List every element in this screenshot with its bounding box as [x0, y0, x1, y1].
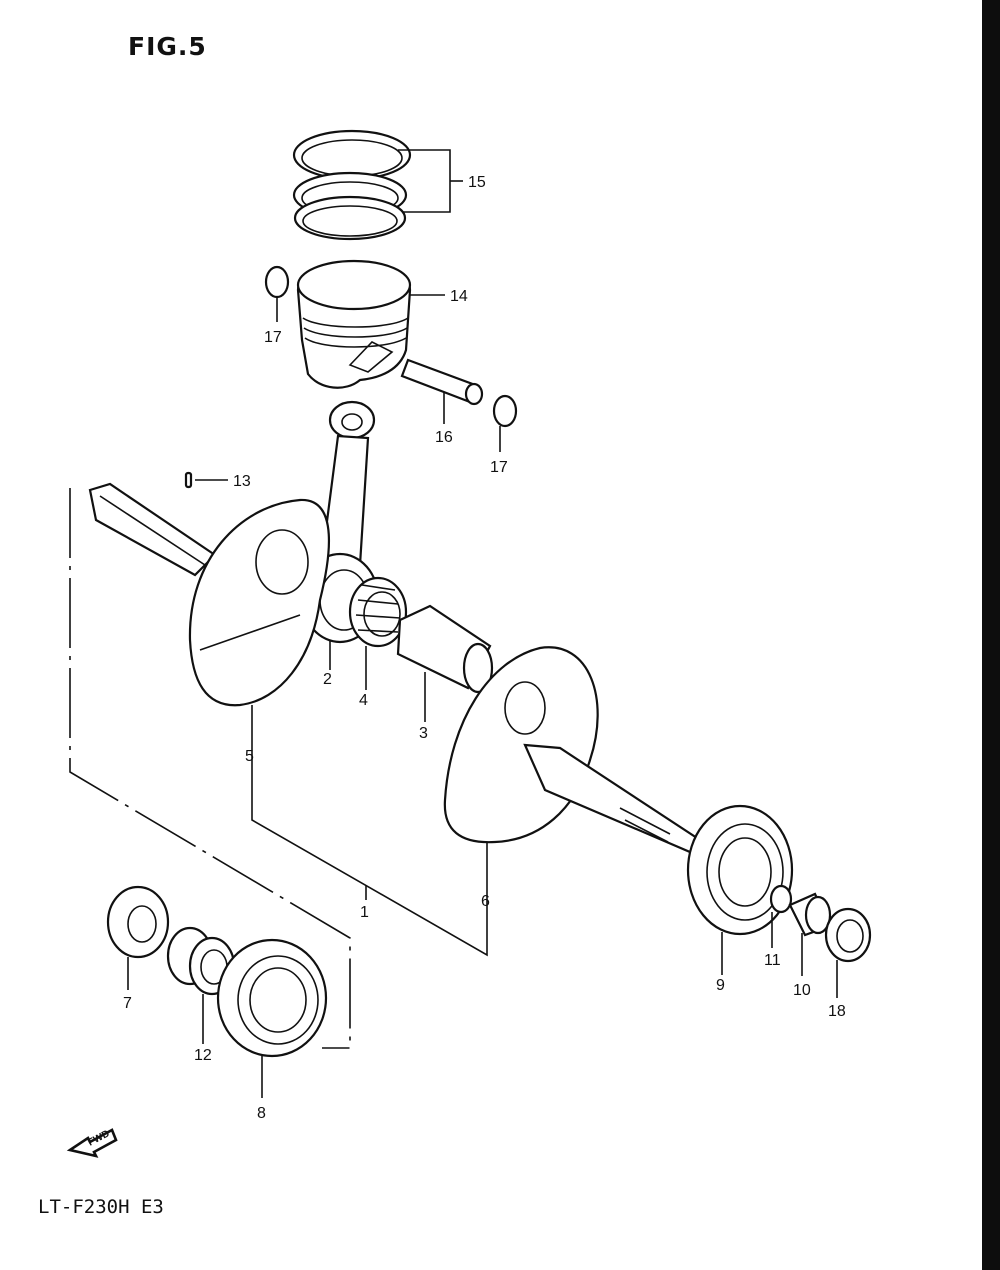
- callout-17-right: 17: [490, 459, 508, 476]
- callout-13: 13: [233, 473, 251, 490]
- piston: [296, 259, 445, 389]
- needle-bearing: [348, 576, 408, 690]
- dowel-pin-13: [184, 471, 228, 489]
- callout-2: 2: [323, 671, 332, 688]
- callout-17-left: 17: [264, 329, 282, 346]
- callout-12: 12: [194, 1047, 212, 1064]
- figure-title: FIG.5: [128, 32, 207, 61]
- callout-18: 18: [828, 1003, 846, 1020]
- fwd-arrow-icon: FWD: [66, 1128, 118, 1158]
- callout-15: 15: [468, 174, 486, 191]
- callout-10: 10: [793, 982, 811, 999]
- bearing-7: [106, 885, 170, 990]
- circlip-left: [264, 265, 290, 299]
- callout-8: 8: [257, 1105, 266, 1122]
- piston-rings: [292, 129, 463, 241]
- oil-seal-18: [824, 907, 872, 998]
- scan-edge-border: [982, 0, 1000, 1270]
- assembly-bracket: [69, 488, 488, 1049]
- callout-16: 16: [435, 429, 453, 446]
- piston-pin: [400, 358, 484, 424]
- bearing-8: [216, 938, 328, 1098]
- callout-5: 5: [245, 748, 254, 765]
- callout-14: 14: [450, 288, 468, 305]
- circlip-right: [492, 394, 518, 428]
- crankshaft-left: [88, 482, 331, 742]
- callout-labels: 15 14 17 16 17 13 2 4 3 5 6 1 11 9 10 18…: [123, 174, 846, 1122]
- callout-9: 9: [716, 977, 725, 994]
- callout-6: 6: [481, 893, 490, 910]
- crank-pin: [396, 604, 494, 722]
- callout-11: 11: [764, 952, 781, 969]
- bearing-9: [686, 804, 794, 975]
- washer-11: [769, 884, 793, 914]
- callout-1: 1: [360, 904, 369, 921]
- callout-3: 3: [419, 725, 428, 742]
- model-code: LT-F230H E3: [38, 1196, 164, 1218]
- spacer-10: [788, 892, 832, 976]
- callout-7: 7: [123, 995, 132, 1012]
- callout-4: 4: [359, 692, 368, 709]
